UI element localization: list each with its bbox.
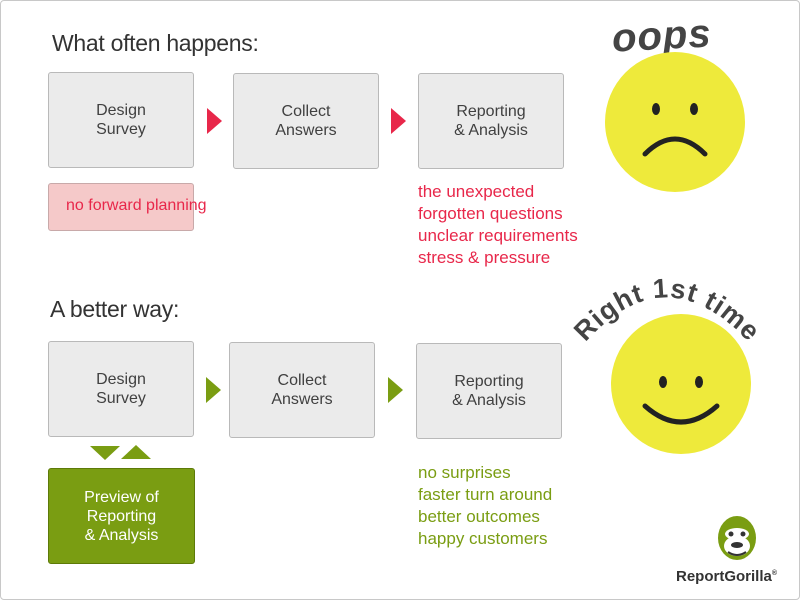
bottom-step-collect-answers: Collect Answers xyxy=(229,342,375,438)
sad-face-features xyxy=(642,103,708,157)
top-step-reporting: Reporting & Analysis xyxy=(418,73,564,169)
problem-item: forgotten questions xyxy=(418,204,563,223)
bottom-heading: A better way: xyxy=(50,296,180,322)
top-heading: What often happens: xyxy=(52,30,259,56)
bottom-arrow-1-icon xyxy=(206,377,221,403)
benefit-item: better outcomes xyxy=(418,507,540,526)
no-planning-box xyxy=(48,183,194,231)
problem-item: unclear requirements xyxy=(418,226,578,245)
top-step-collect-answers: Collect Answers xyxy=(233,73,379,169)
benefit-item: faster turn around xyxy=(418,485,553,504)
benefits-list: no surprises faster turn around better o… xyxy=(418,462,552,550)
top-step-collect-label: Collect Answers xyxy=(275,103,337,139)
preview-label: Preview of Reporting & Analysis xyxy=(84,488,159,544)
arrow-down-icon xyxy=(90,446,120,460)
happy-face-features xyxy=(642,376,720,425)
top-arrow-2-icon xyxy=(391,108,406,134)
problems-list: the unexpected forgotten questions uncle… xyxy=(418,181,578,269)
top-arrow-1-icon xyxy=(207,108,222,134)
top-step-design-label: Design Survey xyxy=(96,102,146,138)
bottom-step-design-label: Design Survey xyxy=(96,371,146,407)
problem-item: the unexpected xyxy=(418,182,535,201)
brand-name: ReportGorilla® xyxy=(676,568,777,585)
bottom-step-design-survey: Design Survey xyxy=(48,341,194,437)
benefit-item: happy customers xyxy=(418,529,548,548)
brand-mark: ® xyxy=(771,570,778,577)
bottom-step-reporting: Reporting & Analysis xyxy=(416,343,562,439)
preview-box: Preview of Reporting & Analysis xyxy=(48,468,195,564)
happy-face-icon xyxy=(611,314,751,454)
arrow-up-icon xyxy=(121,445,151,459)
bottom-step-reporting-label: Reporting & Analysis xyxy=(452,373,526,409)
no-planning-label: no forward planning xyxy=(66,197,207,214)
problem-item: stress & pressure xyxy=(418,248,551,267)
bottom-step-collect-label: Collect Answers xyxy=(271,372,333,408)
brand-name-text: ReportGorilla xyxy=(676,568,772,585)
benefit-item: no surprises xyxy=(418,463,511,482)
top-step-design-survey: Design Survey xyxy=(48,72,194,168)
top-step-reporting-label: Reporting & Analysis xyxy=(454,103,528,139)
sad-face-icon xyxy=(605,52,745,192)
bottom-arrow-2-icon xyxy=(388,377,403,403)
